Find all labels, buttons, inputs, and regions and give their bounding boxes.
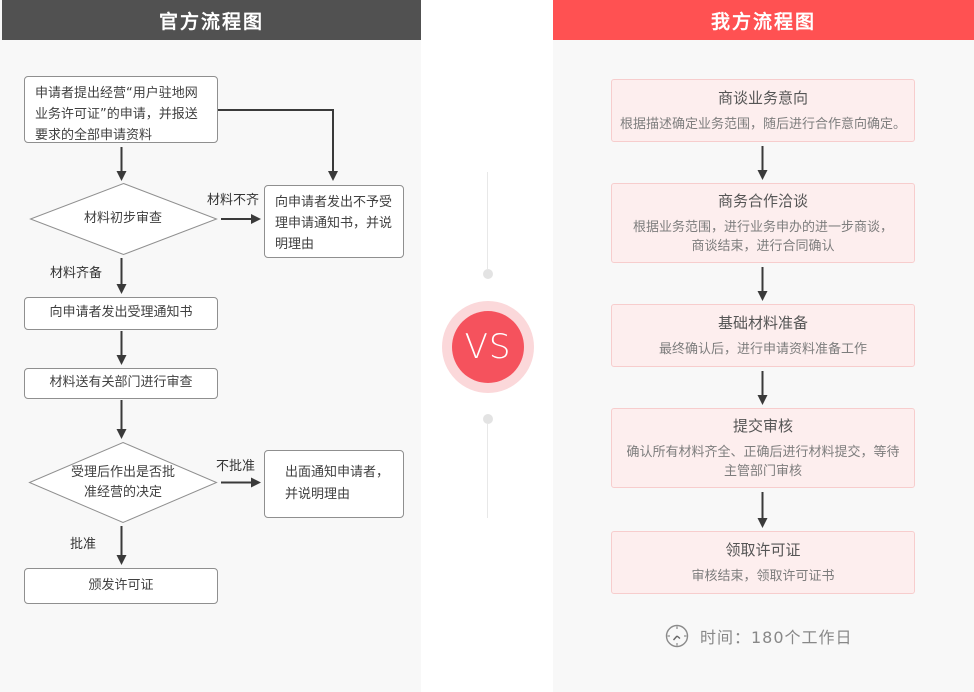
step-title: 商谈业务意向 — [717, 88, 808, 107]
official-box-apply: 申请者提出经营“用户驻地网业务许可证”的申请，并报送要求的全部申请资料 — [24, 76, 218, 143]
step-box-1: 商谈业务意向 根据描述确定业务范围，随后进行合作意向确定。 — [611, 79, 915, 142]
step-title: 基础材料准备 — [717, 313, 808, 332]
official-box-not-accept-notice: 向申请者发出不予受理申请通知书，并说明理由 — [264, 185, 404, 258]
vs-top-dot — [483, 269, 493, 279]
step-desc-line1: 确认所有材料齐全、正确后进行材料提交，等待 — [626, 444, 900, 460]
official-box-notify-line2: 并说明理由 — [285, 487, 351, 502]
step-desc-line1: 根据描述确定业务范围，随后进行合作意向确定。 — [619, 116, 906, 132]
step-desc-line1: 最终确认后，进行申请资料准备工作 — [658, 341, 867, 357]
step-desc: 根据描述确定业务范围，随后进行合作意向确定。 — [620, 115, 906, 135]
step-desc: 审核结束，领取许可证书 — [691, 567, 834, 587]
step-title: 提交审核 — [732, 416, 793, 435]
step-desc-line1: 根据业务范围，进行业务申办的进一步商谈， — [632, 219, 893, 235]
step-desc-line2: 商谈结束，进行合同确认 — [691, 239, 835, 254]
official-box-send-review: 材料送有关部门进行审查 — [24, 368, 218, 399]
step-title: 领取许可证 — [725, 540, 801, 559]
vs-top-line — [487, 172, 488, 269]
label-materials-incomplete: 材料不齐 — [207, 193, 260, 208]
label-approved: 批准 — [70, 537, 97, 552]
time-note-row: 时间：180个工作日 — [665, 624, 853, 648]
vs-badge-label: VS — [464, 327, 512, 367]
official-box-notify-rejection: 出面通知申请者， 并说明理由 — [264, 450, 404, 518]
step-desc-line2: 主管部门审核 — [723, 464, 802, 479]
official-diamond-decision: 受理后作出是否批准经营的决定 — [70, 465, 175, 500]
label-not-approved: 不批准 — [216, 459, 256, 474]
step-title: 商务合作洽谈 — [717, 191, 808, 210]
official-diamond-initial-review: 材料初步审查 — [83, 211, 162, 227]
step-box-3: 基础材料准备 最终确认后，进行申请资料准备工作 — [611, 304, 915, 367]
ours-flow-header: 我方流程图 — [553, 0, 974, 40]
official-box-accept-notice: 向申请者发出受理通知书 — [24, 297, 218, 330]
step-desc-line1: 审核结束，领取许可证书 — [691, 568, 835, 584]
official-box-notify-line1: 出面通知申请者， — [285, 464, 390, 480]
vs-bottom-dot — [483, 414, 493, 424]
vs-bottom-line — [487, 424, 488, 518]
vs-badge: VS — [452, 311, 524, 383]
official-box-issue-license: 颁发许可证 — [24, 568, 218, 604]
step-desc: 确认所有材料齐全、正确后进行材料提交，等待 主管部门审核 — [626, 443, 899, 482]
step-desc: 最终确认后，进行申请资料准备工作 — [659, 340, 867, 360]
time-note-text: 时间：180个工作日 — [700, 628, 853, 647]
clock-icon — [665, 624, 689, 648]
label-materials-complete: 材料齐备 — [50, 266, 103, 281]
official-flow-header: 官方流程图 — [2, 0, 421, 40]
step-box-2: 商务合作洽谈 根据业务范围，进行业务申办的进一步商谈， 商谈结束，进行合同确认 — [611, 183, 915, 263]
step-desc: 根据业务范围，进行业务申办的进一步商谈， 商谈结束，进行合同确认 — [633, 218, 893, 257]
step-box-5: 领取许可证 审核结束，领取许可证书 — [611, 531, 915, 594]
step-box-4: 提交审核 确认所有材料齐全、正确后进行材料提交，等待 主管部门审核 — [611, 408, 915, 488]
